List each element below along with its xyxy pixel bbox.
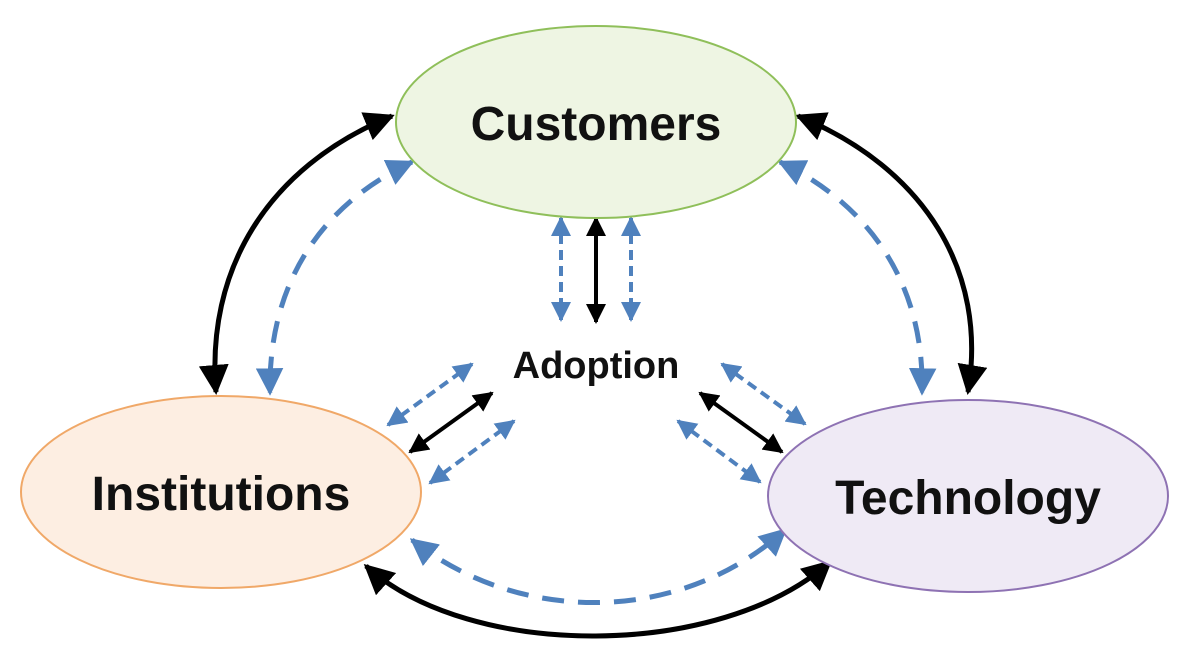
node-institutions: Institutions [20, 395, 422, 589]
arrow-customers-technology-solid [795, 112, 988, 395]
node-institutions-label: Institutions [92, 468, 351, 521]
arrow-technology-adoption-dashed-lower [676, 419, 762, 484]
arrow-institutions-technology-dashed [409, 528, 788, 606]
node-customers-label: Customers [471, 98, 722, 151]
arrow-institutions-technology-solid [363, 560, 833, 639]
arrow-customers-technology-dashed [777, 159, 937, 396]
arrow-customers-institutions-solid [198, 112, 395, 395]
arrow-institutions-adoption-dashed-lower [428, 419, 516, 485]
node-technology-label: Technology [835, 472, 1101, 525]
node-adoption-label: Adoption [513, 345, 680, 387]
arrow-customers-institutions-dashed [255, 159, 415, 396]
arrow-technology-adoption-solid [698, 391, 784, 454]
node-customers: Customers [395, 25, 797, 219]
node-technology: Technology [767, 399, 1169, 593]
arrow-technology-adoption-dashed-upper [720, 362, 807, 426]
